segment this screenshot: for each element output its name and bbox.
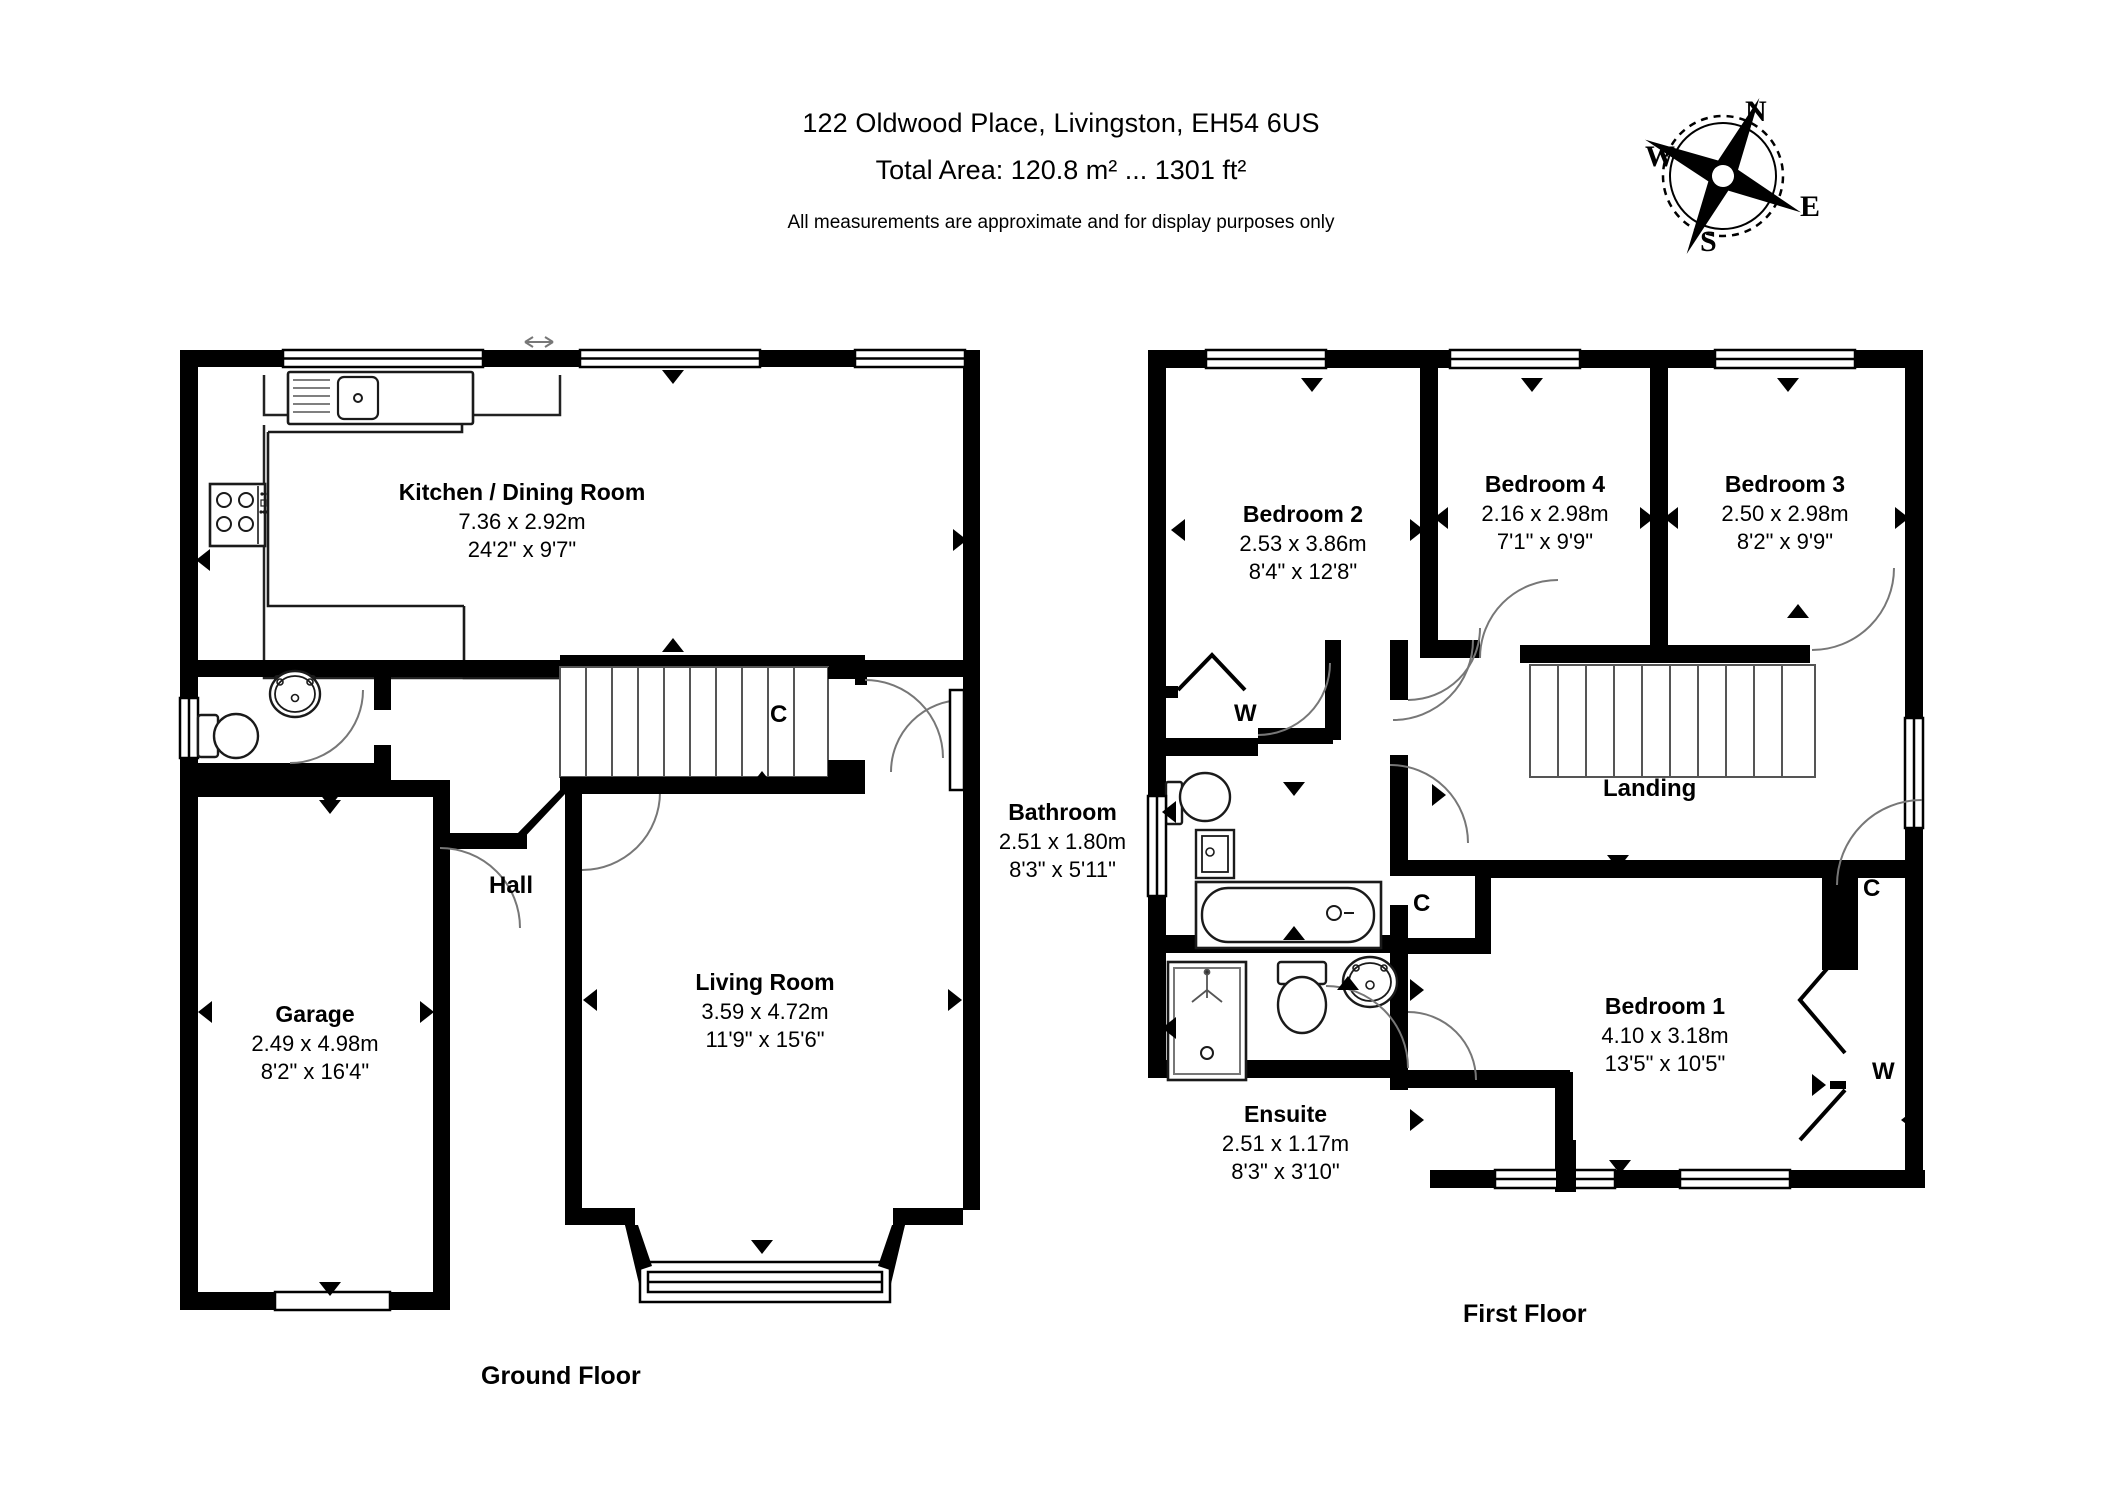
room-metric: 2.16 x 2.98m [1481, 500, 1609, 526]
room-metric: 3.59 x 4.72m [701, 998, 829, 1024]
compass-label-west: W [1645, 140, 1675, 173]
compass-label-east: E [1800, 190, 1821, 223]
first-floor-label: First Floor [1463, 1300, 1587, 1328]
room-label-bedroom-2: Bedroom 2 2.53 x 3.86m 8'4" x 12'8" [1158, 500, 1448, 587]
room-imperial: 8'3" x 3'10" [1231, 1159, 1340, 1185]
room-metric: 2.50 x 2.98m [1721, 500, 1849, 526]
room-label-bedroom-1: Bedroom 1 4.10 x 3.18m 13'5" x 10'5" [1520, 992, 1810, 1079]
total-area-text: Total Area: 120.8 m² ... 1301 ft² [875, 155, 1247, 185]
ground-floor-label: Ground Floor [481, 1362, 641, 1390]
room-label-bedroom-4: Bedroom 4 2.16 x 2.98m 7'1" x 9'9" [1400, 470, 1690, 557]
room-name: Bathroom [1008, 799, 1117, 825]
room-name: Bedroom 4 [1484, 471, 1606, 497]
room-name: Garage [275, 1001, 355, 1027]
ground-staircase [559, 666, 829, 778]
room-imperial: 24'2" x 9'7" [467, 537, 577, 563]
room-tag-wardrobe-bed2: W [1234, 700, 1257, 727]
room-name: Kitchen / Dining Room [398, 479, 646, 505]
room-imperial: 8'3" x 5'11" [1009, 857, 1116, 883]
compass-label-north: N [1745, 95, 1767, 128]
room-name: Ensuite [1243, 1101, 1328, 1127]
room-label-living-room: Living Room 3.59 x 4.72m 11'9" x 15'6" [615, 968, 915, 1055]
disclaimer-text: All measurements are approximate and for… [787, 212, 1335, 233]
room-name: Bedroom 3 [1724, 471, 1846, 497]
room-label-bathroom: Bathroom 2.51 x 1.80m 8'3" x 5'11" [955, 798, 1170, 885]
room-tag-cupboard-ground: C [770, 701, 788, 728]
room-label-ensuite: Ensuite 2.51 x 1.17m 8'3" x 3'10" [1178, 1100, 1393, 1187]
page-title: 122 Oldwood Place, Livingston, EH54 6US [802, 108, 1320, 138]
room-tag-cupboard-bed1: C [1863, 875, 1881, 902]
room-tag-landing: Landing [1603, 775, 1697, 802]
room-label-bedroom-3: Bedroom 3 2.50 x 2.98m 8'2" x 9'9" [1640, 470, 1930, 557]
room-metric: 2.53 x 3.86m [1239, 530, 1367, 556]
room-imperial: 11'9" x 15'6" [705, 1027, 825, 1053]
room-label-garage: Garage 2.49 x 4.98m 8'2" x 16'4" [165, 1000, 465, 1087]
room-tag-hall: Hall [489, 872, 534, 899]
room-name: Living Room [695, 969, 835, 995]
room-imperial: 8'2" x 9'9" [1736, 529, 1834, 555]
room-metric: 7.36 x 2.92m [458, 508, 586, 534]
room-tag-wardrobe-bed1: W [1872, 1058, 1895, 1085]
room-imperial: 7'1" x 9'9" [1496, 529, 1594, 555]
compass-label-south: S [1700, 225, 1717, 258]
room-label-kitchen-dining: Kitchen / Dining Room 7.36 x 2.92m 24'2"… [322, 478, 722, 565]
room-name: Bedroom 1 [1604, 993, 1726, 1019]
room-imperial: 8'4" x 12'8" [1248, 559, 1358, 585]
room-tag-cupboard-landing: C [1413, 890, 1431, 917]
room-metric: 2.49 x 4.98m [251, 1030, 379, 1056]
room-metric: 2.51 x 1.17m [1221, 1130, 1350, 1156]
room-name: Bedroom 2 [1242, 501, 1364, 527]
room-metric: 4.10 x 3.18m [1601, 1022, 1729, 1048]
room-metric: 2.51 x 1.80m [998, 828, 1127, 854]
room-imperial: 13'5" x 10'5" [1604, 1051, 1726, 1077]
room-imperial: 8'2" x 16'4" [260, 1059, 370, 1085]
first-staircase [1529, 664, 1816, 778]
